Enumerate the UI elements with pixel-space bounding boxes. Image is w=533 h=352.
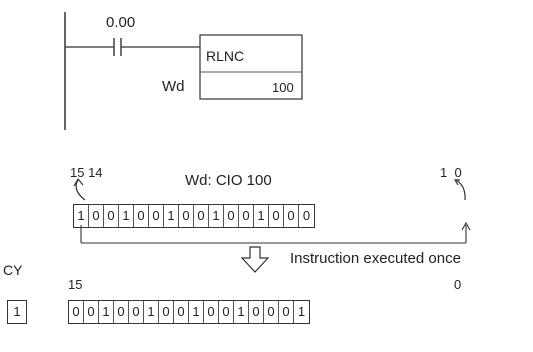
operand-label: Wd [162,78,185,95]
bit-cell: 0 [302,208,311,223]
rotate-arrow-right [455,179,466,201]
bit-cell: 0 [179,205,194,227]
bit-cell: 0 [159,301,174,323]
step-down-arrow [240,246,270,273]
bit-cell: 1 [209,205,224,227]
register-title: Wd: CIO 100 [185,172,272,189]
bit-cell: 0 [114,301,129,323]
bit-cell: 1 [254,205,269,227]
bit-cell: 0 [149,205,164,227]
register-after: 0 0 1 0 0 1 0 0 1 0 0 1 0 0 0 1 [68,300,310,324]
bit-cell: 0 [129,301,144,323]
bit-cell: 0 [69,301,84,323]
register-before: 1 0 0 1 0 0 1 0 0 1 0 0 1 0 0 0 [73,204,315,228]
bit-cell: 0 [249,301,264,323]
bit-cell: 1 [74,205,89,227]
carry-value: 1 [13,304,21,319]
bit-cell: 0 [239,205,254,227]
bit-cell: 0 [204,301,219,323]
after-lsb-label: 0 [454,277,462,292]
instruction-name: RLNC [206,48,245,64]
bit-cell: 1 [99,301,114,323]
bit-cell: 0 [284,205,299,227]
bit-cell: 0 [84,301,99,323]
bit-cell: 0 [224,205,239,227]
bit-cell: 0 [89,205,104,227]
bit-cell: 0 [279,301,294,323]
instruction-block [199,34,303,100]
contact-address-label: 0.00 [106,14,136,31]
bit-cell: 0 [104,205,119,227]
bit-cell: 0 [174,301,189,323]
bit-cell: 1 [164,205,179,227]
carry-label: CY [3,262,23,278]
operand-value: 100 [272,80,294,95]
bit-cell: 1 [234,301,249,323]
bit-label-1-0: 1 0 [440,165,462,180]
bit-cell: 0 [264,301,279,323]
after-msb-label: 15 [68,277,83,292]
bit-cell: 0 [219,301,234,323]
bit-cell: 0 [269,205,284,227]
bit-cell: 1 [144,301,159,323]
bracket-arrow-up [461,221,471,231]
rotate-arrow-left [75,179,86,201]
bit-label-15-14: 15 14 [70,165,103,180]
carry-cell: 1 [7,300,27,324]
step-caption: Instruction executed once [290,250,461,267]
bit-cell: 1 [297,304,306,319]
bit-cell: 0 [194,205,209,227]
bit-cell: 1 [119,205,134,227]
bit-cell: 1 [189,301,204,323]
bit-cell: 0 [134,205,149,227]
